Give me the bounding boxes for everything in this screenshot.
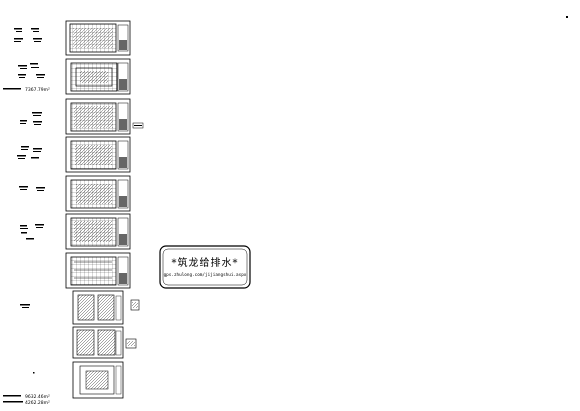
drawing-sheet-6[interactable]	[65, 213, 131, 250]
drawing-sheet-2[interactable]	[65, 58, 131, 95]
area-note-3: 4262.28m²	[25, 400, 50, 406]
watermark-url: gps.zhulong.com/jijiangshui.aspx	[164, 272, 247, 278]
drawing-sheet-1[interactable]	[65, 20, 131, 56]
area-note-1: 7367.79m²	[25, 87, 50, 93]
drawing-sheet-4[interactable]	[65, 136, 131, 173]
watermark-stamp: *筑龙给排水* gps.zhulong.com/jijiangshui.aspx	[159, 245, 251, 289]
watermark-title: *筑龙给排水*	[172, 256, 239, 269]
drawing-sheet-10[interactable]	[72, 361, 124, 399]
corner-mark	[566, 16, 568, 18]
drawing-sheet-7[interactable]	[65, 252, 131, 289]
drawing-sheet-9[interactable]	[72, 326, 137, 359]
area-note-2: 9632.46m²	[25, 394, 50, 400]
left-annotation-column	[3, 28, 45, 403]
drawing-sheet-8[interactable]	[72, 290, 140, 325]
drawing-sheet-5[interactable]	[65, 175, 131, 212]
drawing-sheet-3[interactable]	[65, 98, 144, 135]
